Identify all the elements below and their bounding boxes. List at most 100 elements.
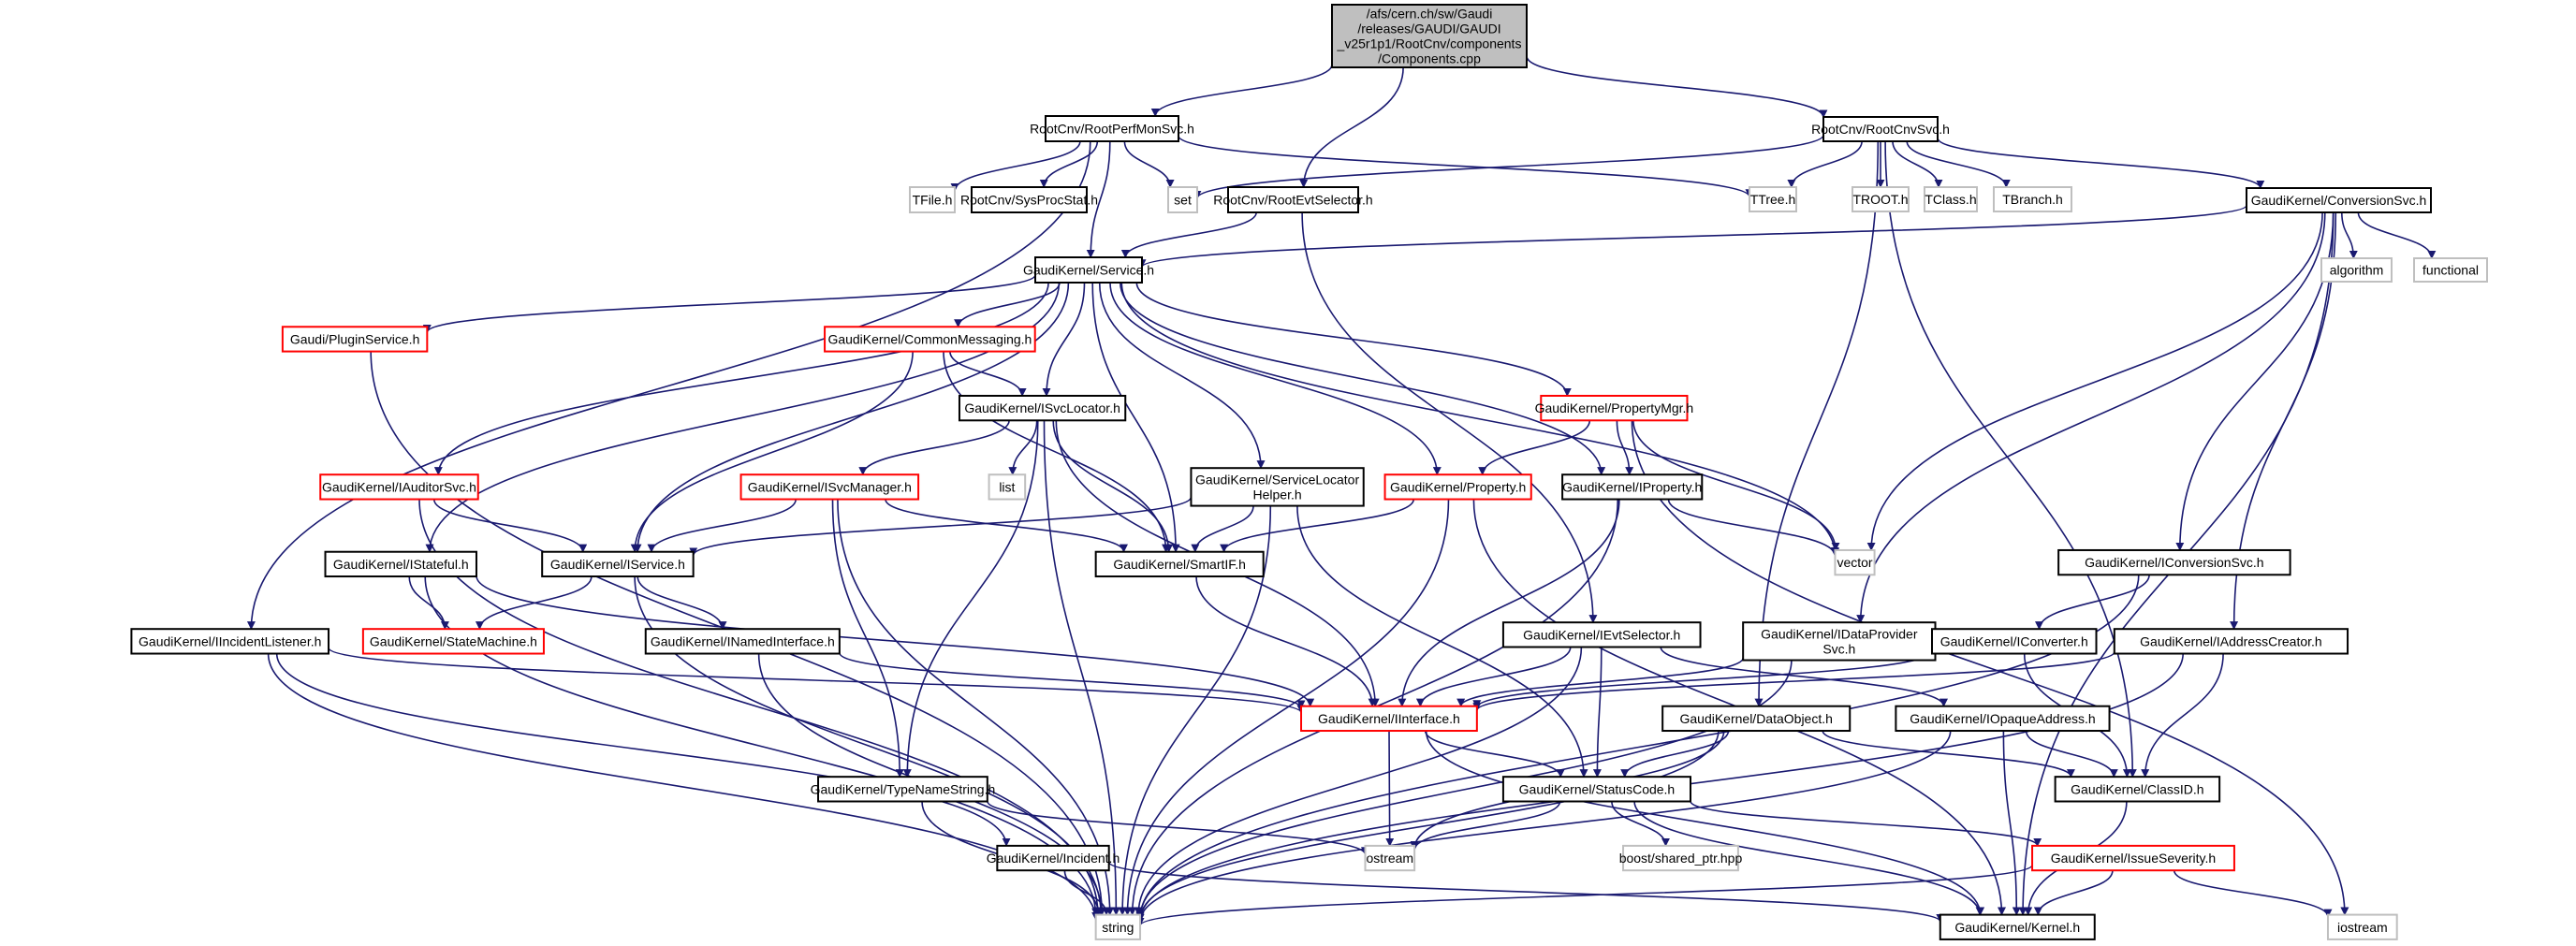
node-istateful[interactable]: GaudiKernel/IStateful.h: [324, 550, 477, 578]
node-iconvsvc[interactable]: GaudiKernel/IConversionSvc.h: [2057, 548, 2291, 576]
node-iaddr[interactable]: GaudiKernel/IAddressCreator.h: [2113, 628, 2349, 655]
node-incident[interactable]: GaudiKernel/Incident.h: [987, 844, 1120, 872]
edge-isvcloc-to-smartif: [1052, 420, 1174, 553]
node-label: /afs/cern.ch/sw/Gaudi: [1367, 7, 1493, 22]
node-box: [971, 186, 1088, 213]
node-box: [2054, 776, 2221, 803]
node-typename[interactable]: GaudiKernel/TypeNameString.h: [811, 776, 996, 803]
edge-cnvsvc-to-classid: [1884, 140, 2137, 779]
edge-isvcloc-to-isvcmgr: [858, 420, 1010, 476]
node-box: [1931, 628, 2098, 655]
node-label: TClass.h: [1925, 192, 1976, 207]
node-iservice[interactable]: GaudiKernel/IService.h: [541, 550, 695, 578]
node-box: [1094, 913, 1142, 940]
node-iinterface[interactable]: GaudiKernel/IInterface.h: [1300, 705, 1478, 733]
edge-iincident-to-incident: [275, 653, 1011, 847]
edge-dataobject-to-classid: [1822, 730, 2075, 779]
node-label: GaudiKernel/INamedInterface.h: [651, 633, 835, 648]
edge-iconvsvc-to-iconverter: [2035, 575, 2150, 631]
node-evtsel[interactable]: RootCnv/RootEvtSelector.h: [1213, 186, 1373, 213]
node-box: [1383, 473, 1532, 501]
node-label: GaudiKernel/IssueSeverity.h: [2051, 851, 2216, 866]
node-label: GaudiKernel/ISvcLocator.h: [964, 400, 1120, 415]
edge-perfmon-to-sysproc: [1039, 140, 1099, 188]
node-label: Svc.h: [1822, 641, 1855, 656]
node-box: [1227, 186, 1359, 213]
node-label: RootCnv/RootEvtSelector.h: [1213, 193, 1372, 208]
node-smartif[interactable]: GaudiKernel/SmartIF.h: [1094, 550, 1265, 578]
node-inamed[interactable]: GaudiKernel/INamedInterface.h: [644, 628, 841, 655]
edge-service-to-isvcloc: [1042, 282, 1086, 397]
edge-iinterface-to-kernel: [1425, 730, 1985, 916]
node-tbranch: TBranch.h: [1993, 186, 2072, 212]
edge-service-to-commonmsg: [954, 282, 1061, 328]
node-label: GaudiKernel/Incident.h: [987, 851, 1120, 866]
node-box: [1749, 186, 1797, 212]
node-box: [324, 550, 477, 578]
node-box: [1034, 256, 1143, 284]
node-convsvc[interactable]: GaudiKernel/ConversionSvc.h: [2246, 187, 2432, 213]
node-box: [2320, 257, 2393, 283]
edge-typename-to-ostream: [987, 800, 1369, 856]
edge-iopaque-to-kernel: [2002, 730, 2021, 916]
node-iincident[interactable]: GaudiKernel/IIncidentListener.h: [130, 628, 330, 655]
node-box: [319, 473, 479, 501]
node-isvcmgr[interactable]: GaudiKernel/ISvcManager.h: [739, 473, 920, 501]
node-iauditor[interactable]: GaudiKernel/IAuditorSvc.h: [319, 473, 479, 501]
edge-convsvc-to-iconvsvc: [2175, 211, 2334, 551]
node-label: GaudiKernel/IDataProvider: [1761, 626, 1918, 641]
edge-perfmon-to-service: [1086, 140, 1111, 258]
node-label: vector: [1837, 555, 1872, 570]
node-iproperty[interactable]: GaudiKernel/IProperty.h: [1561, 473, 1704, 501]
node-statuscode[interactable]: GaudiKernel/StatusCode.h: [1501, 776, 1691, 803]
node-issuesev[interactable]: GaudiKernel/IssueSeverity.h: [2031, 844, 2235, 872]
node-box: [541, 550, 695, 578]
node-box: [1939, 913, 2096, 940]
node-box: [1331, 4, 1528, 68]
node-box: [281, 326, 429, 353]
edge-convsvc-to-idataprov: [1856, 211, 2326, 624]
node-label: GaudiKernel/IConverter.h: [1940, 633, 2088, 648]
node-root[interactable]: /afs/cern.ch/sw/Gaudi/releases/GAUDI/GAU…: [1331, 4, 1528, 68]
node-service[interactable]: GaudiKernel/Service.h: [1023, 256, 1154, 284]
node-property[interactable]: GaudiKernel/Property.h: [1383, 473, 1532, 501]
node-kernel[interactable]: GaudiKernel/Kernel.h: [1939, 913, 2096, 940]
node-ostream: ostream: [1364, 844, 1416, 872]
node-classid[interactable]: GaudiKernel/ClassID.h: [2054, 776, 2221, 803]
edge-commonmsg-to-iservice: [630, 351, 914, 553]
node-isvcloc[interactable]: GaudiKernel/ISvcLocator.h: [958, 394, 1127, 422]
edge-incident-to-string: [1063, 870, 1111, 916]
node-iopaque[interactable]: GaudiKernel/IOpaqueAddress.h: [1895, 705, 2111, 733]
node-label: /Components.cpp: [1378, 51, 1481, 66]
node-sysproc[interactable]: RootCnv/SysProcStat.h: [960, 186, 1098, 213]
node-label: RootCnv/RootPerfMonSvc.h: [1030, 122, 1194, 137]
edge-istateful-to-iinterface: [476, 575, 1315, 707]
edge-statuscode-to-kernel: [1633, 801, 1984, 916]
node-box: [988, 473, 1027, 501]
node-box: [817, 776, 988, 803]
node-dataobject[interactable]: GaudiKernel/DataObject.h: [1661, 705, 1852, 733]
edge-statuscode-to-ostream: [1410, 801, 1561, 851]
node-box: [1190, 467, 1365, 507]
node-perfmon[interactable]: RootCnv/RootPerfMonSvc.h: [1030, 115, 1194, 142]
node-ievtsel[interactable]: GaudiKernel/IEvtSelector.h: [1501, 621, 1702, 648]
edge-service-to-slhelper: [1098, 282, 1266, 470]
edge-iconverter-to-iinterface: [1472, 650, 1933, 709]
node-commonmsg[interactable]: GaudiKernel/CommonMessaging.h: [824, 326, 1036, 353]
edge-iinterface-to-statuscode: [1424, 730, 1565, 779]
node-plugin[interactable]: Gaudi/PluginService.h: [281, 326, 429, 353]
edge-property-to-string: [1123, 499, 1450, 916]
node-label: Helper.h: [1253, 487, 1302, 502]
node-box: [1045, 115, 1179, 142]
node-propmgr[interactable]: GaudiKernel/PropertyMgr.h: [1535, 394, 1694, 422]
edge-iaddr-to-iinterface: [1472, 651, 2115, 712]
node-box: [1540, 394, 1689, 422]
node-tclass: TClass.h: [1924, 186, 1978, 212]
node-iconverter[interactable]: GaudiKernel/IConverter.h: [1931, 628, 2098, 655]
node-statemachine[interactable]: GaudiKernel/StateMachine.h: [361, 628, 545, 655]
edge-ievtsel-to-iopaque: [1660, 647, 1948, 707]
node-cnvsvc[interactable]: RootCnv/RootCnvSvc.h: [1811, 116, 1950, 142]
node-label: boost/shared_ptr.hpp: [1619, 851, 1743, 866]
